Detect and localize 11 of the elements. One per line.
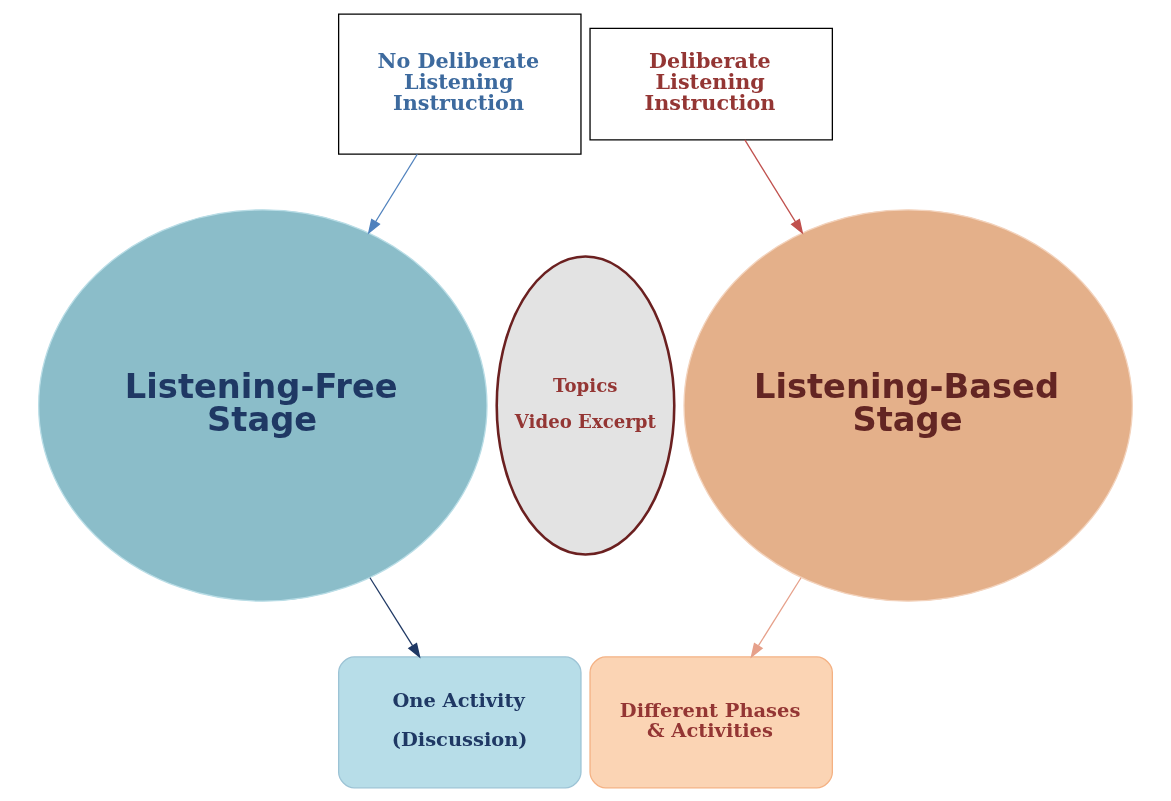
node-ellipse: Topics Video Excerpt <box>495 254 676 556</box>
node-box: Different Phases & Activities <box>589 655 833 788</box>
arrow <box>367 153 418 234</box>
arrow <box>744 138 804 235</box>
node-ellipse: Listening-Based Stage <box>683 208 1133 602</box>
node-box: One Activity (Discussion) <box>338 655 582 788</box>
arrow <box>750 576 802 659</box>
node-box: Deliberate Listening Instruction <box>589 27 833 141</box>
node-box: No Deliberate Listening Instruction <box>338 13 582 155</box>
node-ellipse: Listening-Free Stage <box>38 208 488 602</box>
arrow <box>369 576 421 659</box>
